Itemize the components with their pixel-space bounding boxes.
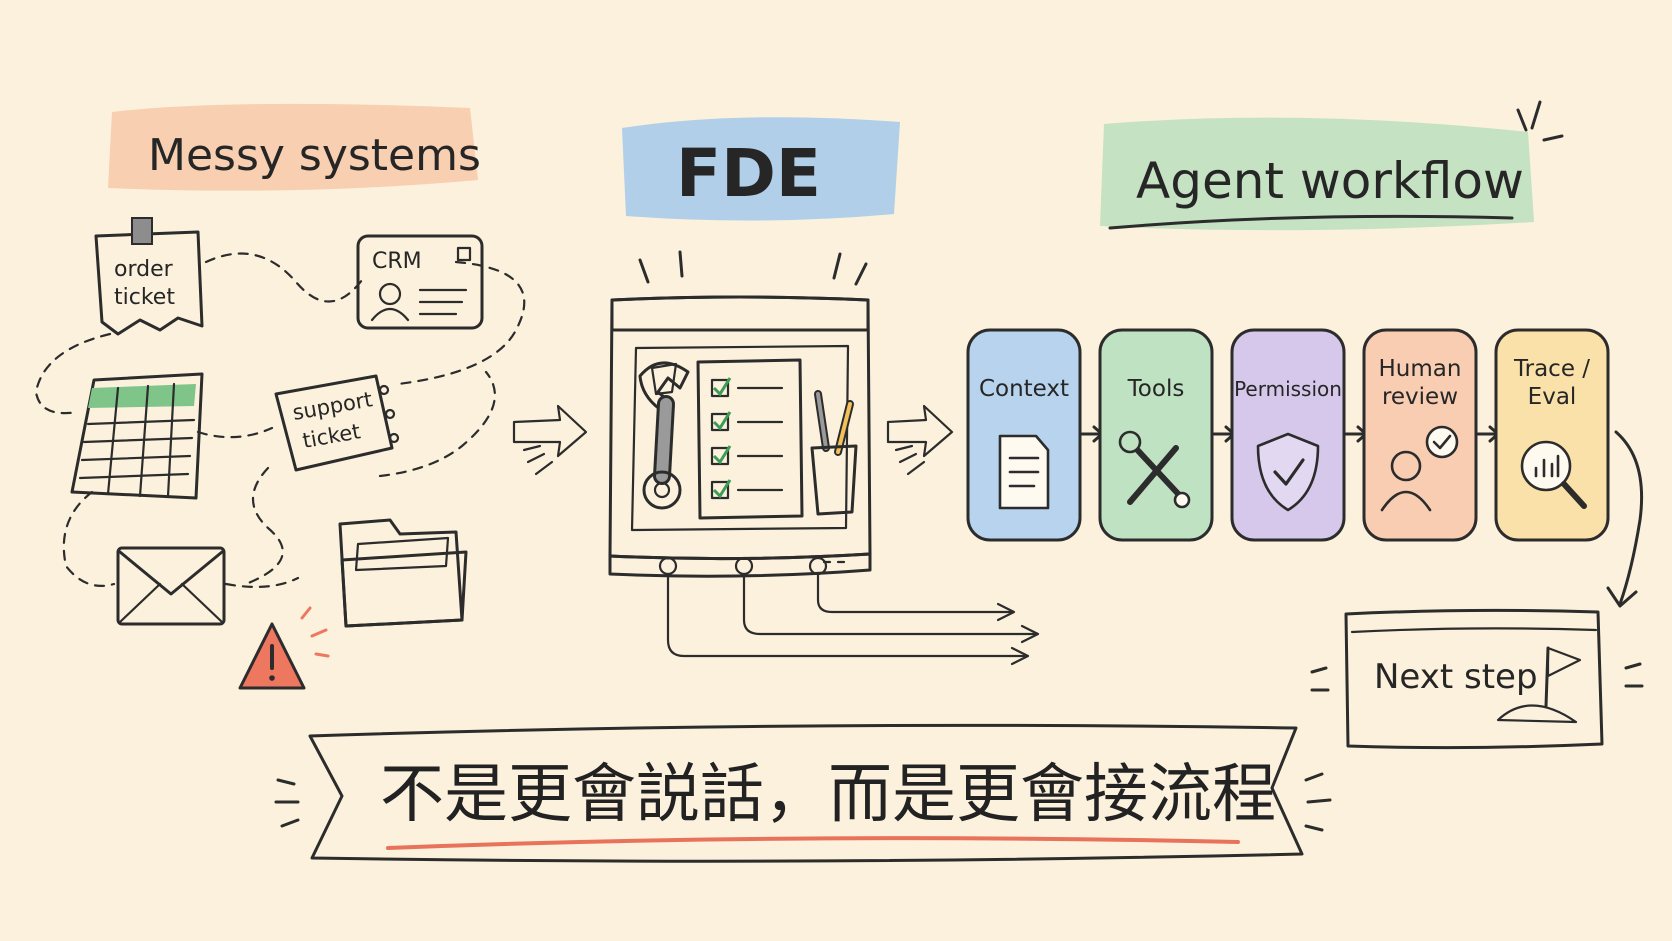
arrow-to-workflow-icon: [886, 404, 954, 476]
banner-text: 不是更會説話，而是更會接流程: [380, 758, 1276, 832]
burst-lines-icon: [1516, 100, 1564, 142]
tools-icon: [1118, 430, 1191, 509]
arrow-to-fde-icon: [512, 404, 588, 476]
bottom-banner: 不是更會説話，而是更會接流程: [274, 723, 1332, 863]
workflow-step-label: Eval: [1528, 384, 1577, 410]
order-ticket-line2: ticket: [114, 285, 175, 310]
crm-label: CRM: [372, 249, 422, 274]
order-ticket-line1: order: [114, 257, 174, 282]
spreadsheet-icon: [70, 372, 204, 500]
document-icon: [998, 434, 1050, 510]
warning-icon: [238, 606, 330, 690]
flag-icon: [1496, 646, 1582, 724]
workflow-step-label: Human: [1379, 356, 1462, 382]
support-ticket-line1: support: [291, 387, 375, 425]
folder-icon: [338, 518, 468, 628]
fde-highlight: [622, 117, 900, 221]
curve-arrow-down-icon: [1614, 430, 1644, 606]
pen-cup-icon: [810, 390, 858, 516]
workflow-step-5: Trace /Eval: [1494, 328, 1610, 542]
messy-highlight: [108, 103, 478, 191]
fde-title: FDE: [676, 135, 821, 212]
output-ports: [658, 556, 1040, 666]
envelope-icon: [116, 546, 226, 626]
messy-systems-title-group: Messy systems: [108, 103, 481, 191]
support-ticket-line2: ticket: [301, 419, 362, 453]
next-step-card: [1344, 608, 1604, 750]
checklist-icon: [696, 358, 804, 520]
workflow-step-label: review: [1382, 384, 1458, 410]
magnifier-chart-icon: [1520, 440, 1587, 509]
workflow-step-label: Trace /: [1513, 356, 1590, 382]
workflow-step-1: Context: [966, 328, 1082, 542]
crm-card-icon: CRM: [356, 234, 484, 330]
banner-underline: [386, 836, 1240, 850]
wrench-icon: [638, 361, 690, 510]
fde-console-icon: [608, 250, 1040, 666]
workflow-step-2: Tools: [1098, 328, 1214, 542]
agent-workflow-title: Agent workflow: [1136, 152, 1524, 210]
support-ticket-icon: support ticket: [274, 374, 400, 472]
workflow-step-3: Permission: [1230, 328, 1346, 542]
agent-highlight: [1100, 117, 1534, 231]
next-step-group: Next step: [1310, 430, 1644, 750]
fde-title-group: FDE: [622, 117, 900, 221]
agent-workflow-title-group: Agent workflow: [1100, 100, 1564, 231]
next-step-label: Next step: [1374, 657, 1538, 697]
messy-systems-title: Messy systems: [148, 130, 481, 181]
person-review-icon: [1380, 425, 1459, 512]
dashed-connectors: [34, 252, 526, 588]
workflow-step-label: Permission: [1234, 377, 1342, 401]
agent-title-underline: [1108, 214, 1514, 230]
workflow-step-label: Context: [979, 376, 1069, 402]
banner-ribbon: [308, 723, 1304, 863]
shield-check-icon: [1256, 432, 1320, 512]
person-icon: [370, 282, 410, 322]
workflow-step-label: Tools: [1127, 376, 1185, 402]
tape-icon: [131, 217, 153, 245]
order-ticket-icon: order ticket: [94, 217, 204, 336]
